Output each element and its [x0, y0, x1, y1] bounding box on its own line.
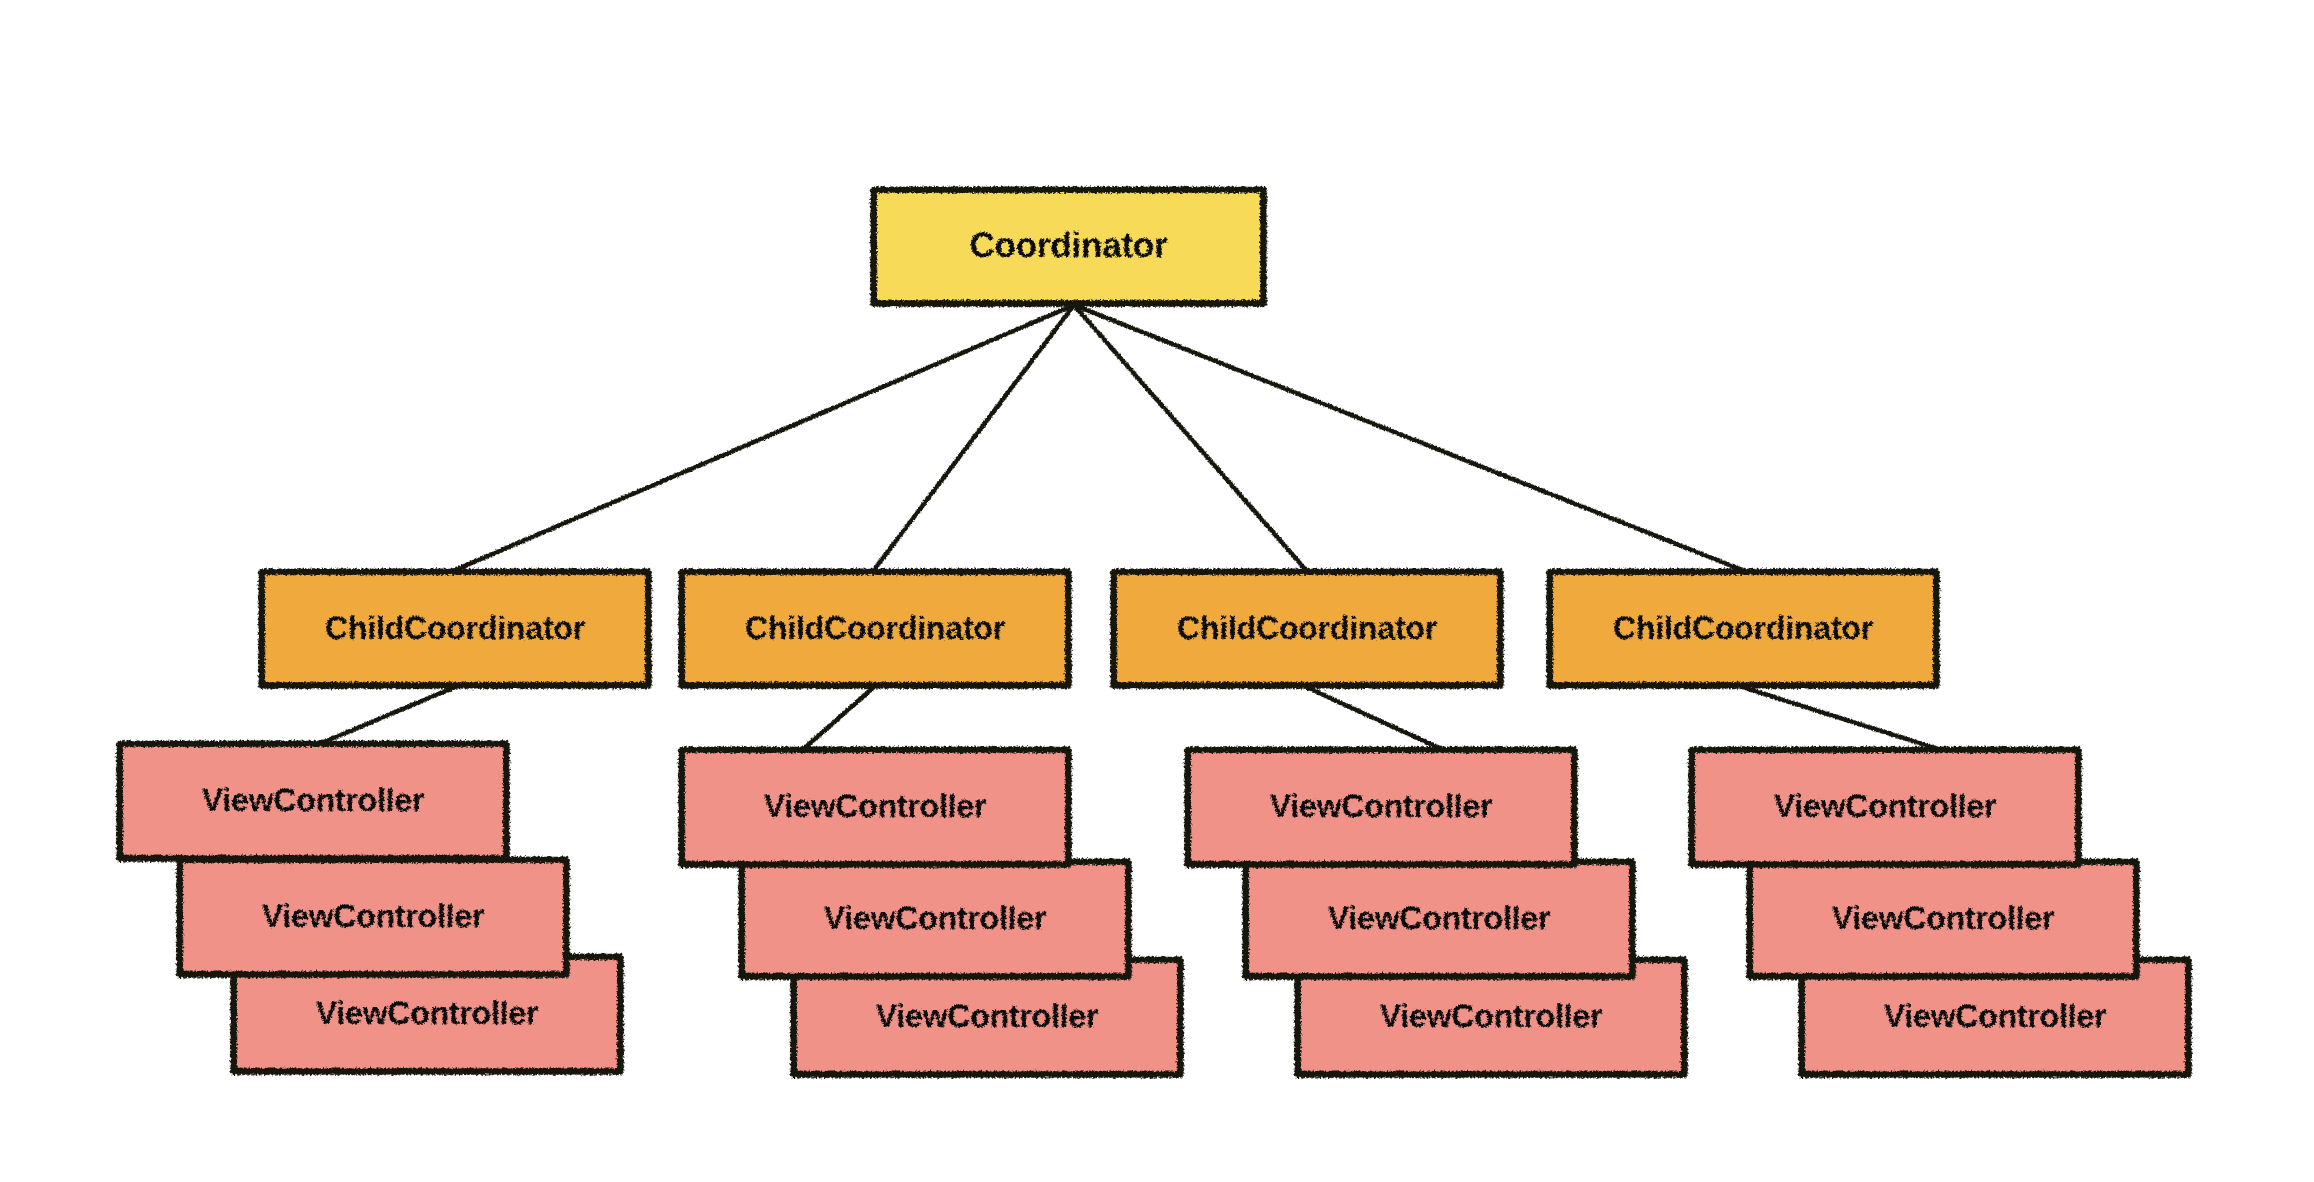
node-view-controller-label: ViewController: [875, 998, 1099, 1035]
node-child-coordinator-label: ChildCoordinator: [1613, 609, 1873, 646]
node-child-coordinator-2[interactable]: ChildCoordinator: [680, 570, 1070, 687]
node-child-coordinator-4[interactable]: ChildCoordinator: [1548, 570, 1938, 687]
edge-child-coordinator-3-to-view-controller-stack-3: [1303, 684, 1451, 755]
node-view-controller-label: ViewController: [763, 788, 987, 825]
edge-coordinator-to-child-coordinator-3: [1071, 302, 1309, 573]
node-child-coordinator-1[interactable]: ChildCoordinator: [260, 570, 650, 687]
node-view-controller-4-1[interactable]: ViewController: [1690, 748, 2080, 866]
node-view-controller-1-1[interactable]: ViewController: [118, 742, 508, 860]
node-view-controller-4-2[interactable]: ViewController: [1748, 860, 2138, 978]
node-view-controller-3-1[interactable]: ViewController: [1186, 748, 1576, 866]
node-view-controller-label: ViewController: [201, 782, 425, 819]
node-view-controller-label: ViewController: [1773, 788, 1997, 825]
node-view-controller-label: ViewController: [1269, 788, 1493, 825]
node-view-controller-label: ViewController: [1379, 998, 1603, 1035]
edge-coordinator-to-child-coordinator-1: [452, 302, 1077, 573]
node-view-controller-label: ViewController: [823, 900, 1047, 937]
node-view-controller-1-2[interactable]: ViewController: [178, 858, 568, 976]
edge-child-coordinator-1-to-view-controller-stack-1: [307, 684, 458, 751]
node-view-controller-2-1[interactable]: ViewController: [680, 748, 1070, 866]
edge-child-coordinator-4-to-view-controller-stack-4: [1739, 684, 1951, 755]
node-view-controller-2-2[interactable]: ViewController: [740, 860, 1130, 978]
node-view-controller-label: ViewController: [1327, 900, 1551, 937]
node-view-controller-3-2[interactable]: ViewController: [1244, 860, 1634, 978]
node-child-coordinator-label: ChildCoordinator: [1177, 609, 1437, 646]
node-coordinator[interactable]: Coordinator: [872, 188, 1265, 305]
edge-coordinator-to-child-coordinator-2: [871, 302, 1077, 573]
node-child-coordinator-label: ChildCoordinator: [745, 609, 1005, 646]
node-view-controller-label: ViewController: [261, 898, 485, 935]
node-view-controller-label: ViewController: [1883, 998, 2107, 1035]
edge-child-coordinator-2-to-view-controller-stack-2: [797, 684, 877, 755]
node-coordinator-label: Coordinator: [969, 226, 1168, 266]
edge-coordinator-to-child-coordinator-4: [1071, 302, 1745, 573]
node-child-coordinator-label: ChildCoordinator: [325, 609, 585, 646]
node-view-controller-label: ViewController: [315, 995, 539, 1032]
node-view-controller-label: ViewController: [1831, 900, 2055, 937]
node-child-coordinator-3[interactable]: ChildCoordinator: [1112, 570, 1502, 687]
